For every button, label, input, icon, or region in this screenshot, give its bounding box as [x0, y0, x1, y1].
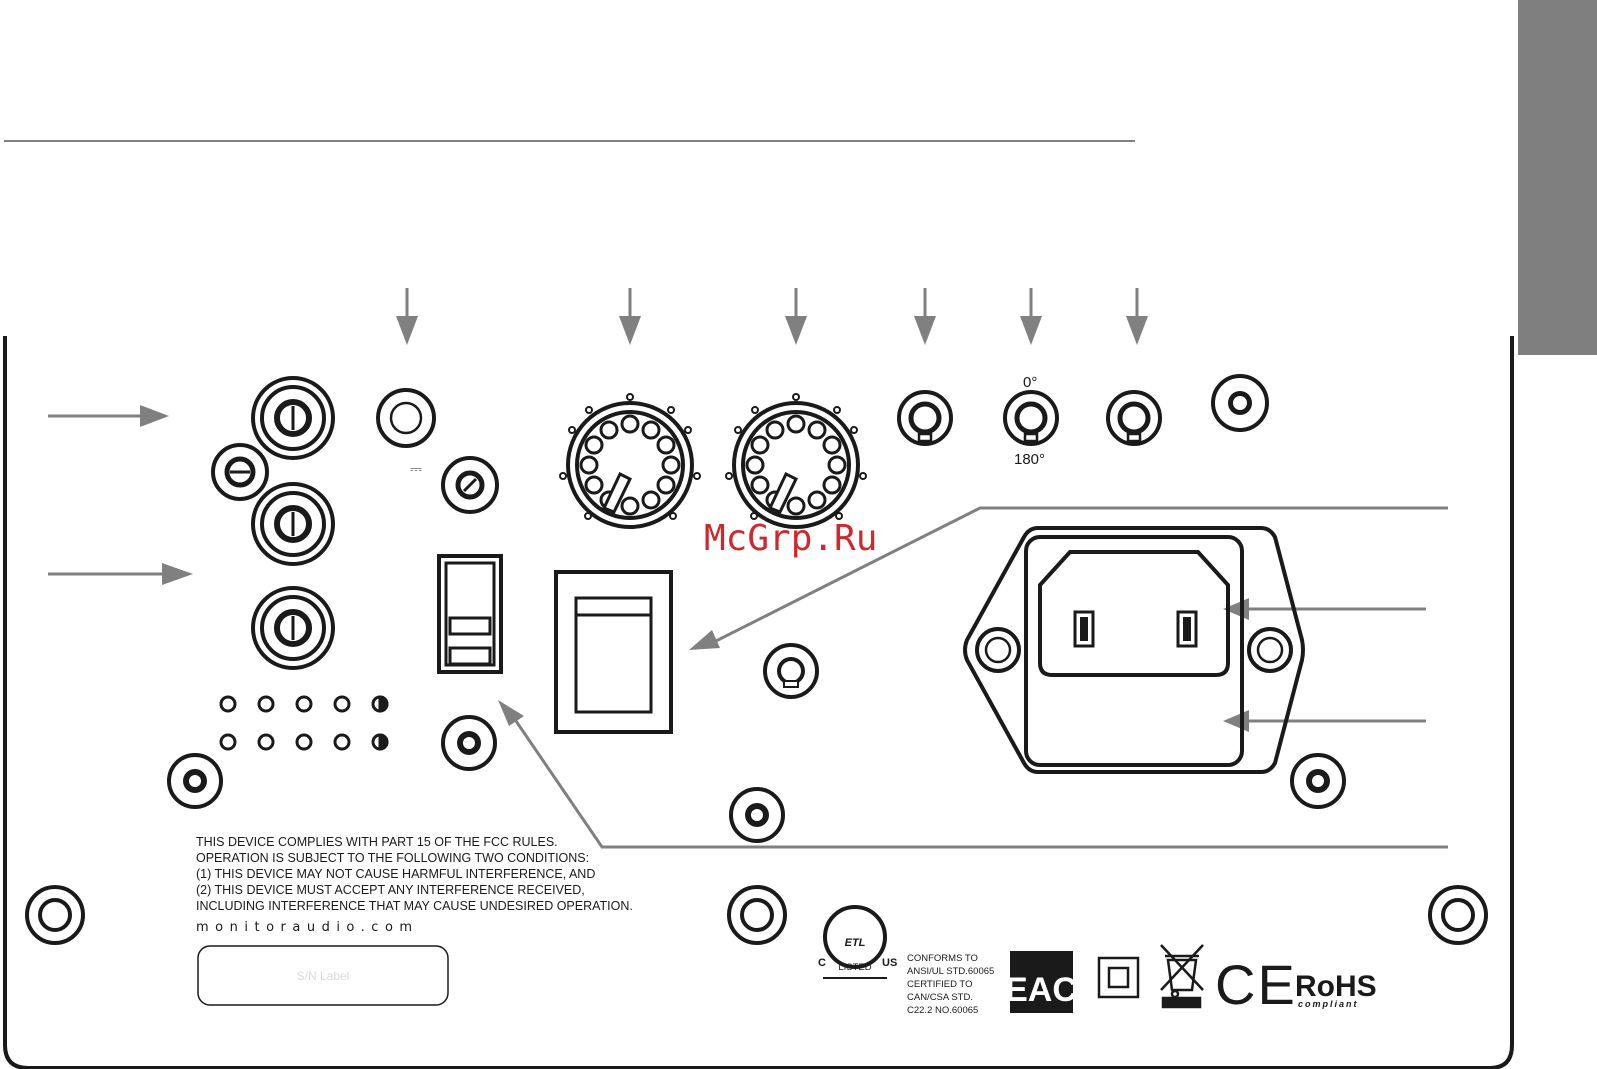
phase-label-bottom: 180° [1014, 451, 1045, 468]
cert-line-3: CERTIFIED TO [907, 979, 972, 990]
website-label: monitoraudio.com [196, 920, 419, 935]
watermark: McGrp.Ru [704, 518, 877, 559]
switch-1 [897, 390, 953, 446]
rca-input-1 [251, 376, 335, 460]
phase-label-top: 0° [1023, 374, 1037, 391]
trigger-socket [376, 388, 436, 448]
screw-near-slide [441, 715, 497, 771]
certification-text: CONFORMS TO ANSI/UL STD.60065 CERTIFIED … [907, 953, 994, 1016]
sn-label-box [197, 945, 449, 1006]
power-rocker-switch [554, 570, 673, 734]
fcc-notice: THIS DEVICE COMPLIES WITH PART 15 OF THE… [196, 835, 633, 913]
screw-lower-left [167, 753, 223, 809]
switch-3 [1106, 390, 1162, 446]
panel-screw-top-right [1211, 374, 1269, 432]
etl-listed-logo: ETL C US LISTED [818, 905, 897, 979]
cert-line-5: C22.2 NO.60065 [907, 1005, 978, 1016]
fcc-line-1: THIS DEVICE COMPLIES WITH PART 15 OF THE… [196, 835, 558, 849]
mode-slide-switch [437, 554, 503, 674]
led-row-1 [219, 695, 389, 713]
socket-center [763, 643, 819, 699]
screw-right-lower [1290, 753, 1346, 809]
double-insulation-mark [1097, 956, 1140, 999]
rohs-mark: RoHS [1295, 970, 1377, 1003]
eac-mark: EAC [1005, 951, 1077, 1013]
fcc-line-5: INCLUDING INTERFERENCE THAT MAY CAUSE UN… [196, 899, 633, 913]
eac-text: EAC [1005, 971, 1077, 1009]
callout-leaders-right [498, 506, 1448, 849]
trigger-screw [441, 456, 499, 514]
rca-input-2 [251, 482, 335, 566]
callout-arrows-top [396, 288, 1148, 345]
rca-input-3 [251, 586, 335, 670]
sn-label-text: S/N Label [297, 969, 350, 983]
fcc-line-2: OPERATION IS SUBJECT TO THE FOLLOWING TW… [196, 851, 589, 865]
etl-sub: LISTED [838, 962, 871, 973]
frequency-knob [725, 393, 867, 529]
etl-mark: ETL [845, 937, 866, 949]
callout-arrows-left [48, 405, 193, 585]
ce-mark: CE [1215, 953, 1297, 1016]
weee-bin-icon [1160, 944, 1204, 1009]
fcc-line-3: (1) THIS DEVICE MAY NOT CAUSE HARMFUL IN… [196, 867, 595, 881]
cert-line-1: CONFORMS TO [907, 953, 978, 964]
cert-line-4: CAN/CSA STD. [907, 992, 973, 1003]
etl-left: C [818, 957, 826, 969]
led-row-2 [219, 733, 389, 751]
panel-outline [3, 336, 1514, 1069]
mount-bolt-center [727, 885, 787, 945]
mains-inlet [963, 526, 1305, 774]
screw-center-lower [729, 787, 785, 843]
cert-line-2: ANSI/UL STD.60065 [907, 966, 994, 977]
level-knob [559, 393, 701, 529]
side-tab [1518, 0, 1597, 355]
etl-right: US [882, 957, 897, 969]
ground-socket [211, 443, 269, 501]
mount-bolt-left [25, 885, 85, 945]
phase-switch [1003, 390, 1059, 446]
mount-bolt-right [1428, 885, 1488, 945]
dc-symbol: ⎓ [410, 461, 422, 478]
fcc-line-4: (2) THIS DEVICE MUST ACCEPT ANY INTERFER… [196, 883, 585, 897]
rohs-sub: compliant [1298, 999, 1359, 1009]
